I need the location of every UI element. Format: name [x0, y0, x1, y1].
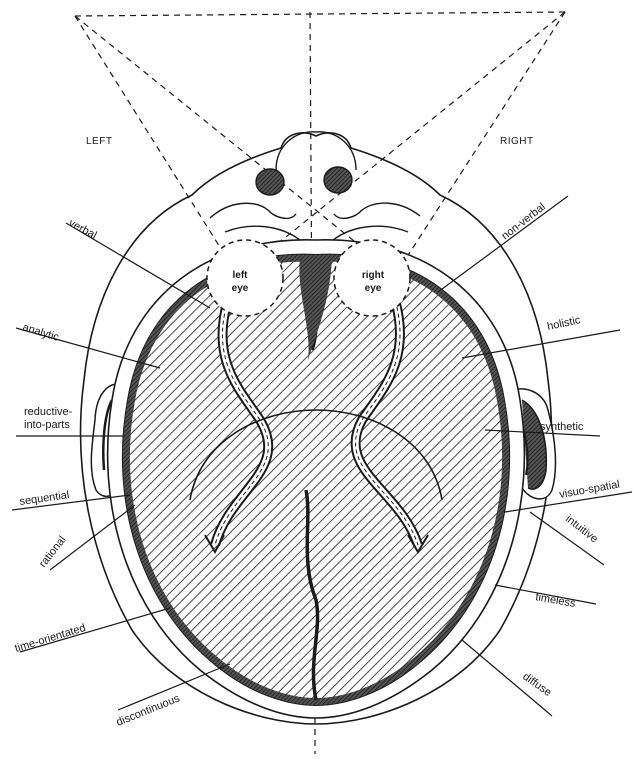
- right-eye-label-2: eye: [365, 283, 382, 294]
- label-reductive-2: into-parts: [24, 419, 70, 431]
- label-diffuse: diffuse: [520, 671, 553, 699]
- left-side-label: LEFT: [86, 136, 112, 147]
- label-sequential: sequential: [19, 489, 70, 508]
- label-synthetic: synthetic: [540, 421, 584, 433]
- label-time-orientated: time-orientated: [13, 622, 87, 655]
- label-reductive-1: reductive-: [24, 406, 73, 418]
- label-rational: rational: [37, 534, 69, 570]
- left-eye-label-1: left: [233, 270, 249, 281]
- label-holistic: holistic: [546, 314, 582, 333]
- label-visuo-spatial: visuo-spatial: [558, 479, 620, 501]
- label-intuitive: intuitive: [563, 513, 600, 545]
- right-side-label: RIGHT: [500, 136, 534, 147]
- label-non-verbal: non-verbal: [499, 201, 547, 242]
- left-eye-label-2: eye: [232, 283, 249, 294]
- label-verbal: verbal: [67, 217, 99, 242]
- right-eye-label-1: right: [362, 270, 385, 281]
- label-timeless: timeless: [534, 591, 576, 610]
- label-analytic: analytic: [21, 321, 61, 344]
- eye-socket-details: [210, 167, 420, 240]
